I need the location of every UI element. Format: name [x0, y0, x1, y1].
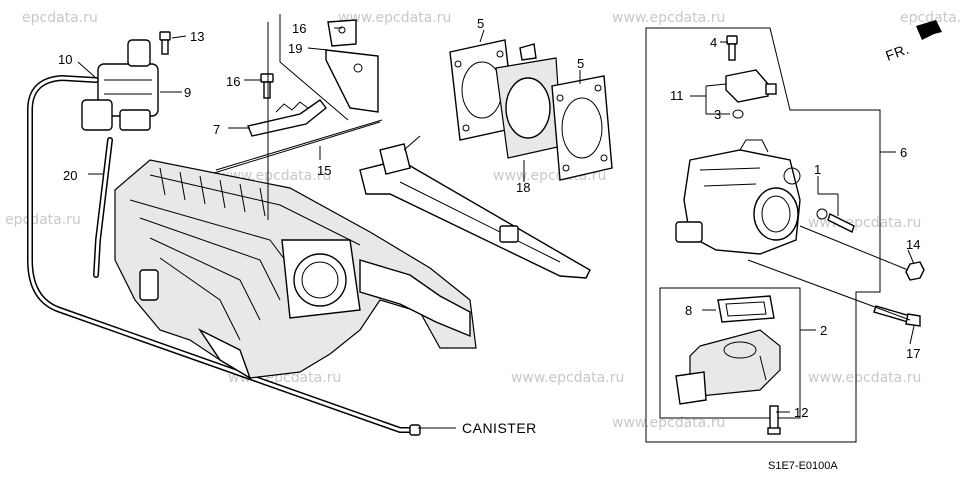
callout-1: 1 — [814, 162, 821, 177]
watermark: www.epcdata.ru — [511, 370, 624, 386]
callout-5-left: 5 — [477, 16, 484, 31]
watermark: epcdata.ru — [900, 10, 960, 26]
stud-part-15 — [213, 119, 383, 174]
spacer-part-18 — [495, 43, 563, 159]
iacv-valve-part-2 — [675, 329, 781, 405]
nut-part-14 — [905, 261, 925, 281]
watermark: epcdata.ru — [5, 212, 81, 228]
callout-13: 13 — [190, 29, 204, 44]
gasket-part-8 — [717, 295, 775, 323]
callout-7: 7 — [213, 122, 220, 137]
sensor-part-11 — [725, 69, 777, 119]
solenoid-valve-part-9 — [81, 39, 159, 131]
bolt-part-16 — [260, 73, 274, 99]
watermark: www.epcdata.ru — [338, 10, 451, 26]
bolt-part-13 — [159, 31, 171, 55]
callout-16-left: 16 — [226, 74, 240, 89]
callout-9: 9 — [184, 85, 191, 100]
canister-label: CANISTER — [462, 420, 537, 436]
fuel-rail — [359, 135, 591, 279]
callout-10: 10 — [58, 52, 72, 67]
gasket-part-5-left — [449, 39, 516, 141]
watermark: www.epcdata.ru — [808, 370, 921, 386]
callout-17: 17 — [906, 346, 920, 361]
leader-lines — [77, 14, 915, 429]
bracket-part-19 — [325, 19, 379, 113]
callout-2: 2 — [820, 323, 827, 338]
callout-15: 15 — [317, 163, 331, 178]
bracket-part-7 — [247, 99, 327, 137]
diagram-code: S1E7-E0100A — [768, 460, 838, 472]
throttle-body — [675, 139, 801, 255]
iacv-subassembly-outline — [659, 287, 801, 419]
bolt-part-12 — [767, 405, 781, 435]
hose-clamp — [409, 424, 421, 436]
callout-6: 6 — [900, 145, 907, 160]
callout-12: 12 — [794, 405, 808, 420]
bolt-part-1 — [816, 208, 855, 233]
callout-19: 19 — [288, 41, 302, 56]
callouts: 13 10 9 16 7 16 19 15 20 5 5 18 4 11 3 6… — [58, 16, 920, 420]
callout-18: 18 — [516, 180, 530, 195]
throttle-body-outline — [645, 27, 881, 443]
callout-16-top: 16 — [292, 21, 306, 36]
callout-4: 4 — [710, 35, 717, 50]
watermark: www.epcdata.ru — [612, 10, 725, 26]
gasket-part-5-right — [551, 75, 613, 181]
callout-11: 11 — [670, 88, 684, 103]
callout-20: 20 — [63, 168, 77, 183]
hose-part-20 — [93, 137, 113, 278]
watermark: epcdata.ru — [22, 10, 98, 26]
bolt-part-4 — [726, 35, 738, 61]
callout-5-right: 5 — [577, 56, 584, 71]
intake-manifold — [114, 159, 477, 380]
front-direction-arrow: FR. — [883, 20, 942, 64]
front-label: FR. — [883, 41, 911, 64]
callout-14: 14 — [906, 237, 920, 252]
watermark: www.epcdata.ru — [612, 415, 725, 431]
callout-3: 3 — [714, 107, 721, 122]
vacuum-hose-part-10 — [27, 74, 421, 436]
callout-8: 8 — [685, 303, 692, 318]
